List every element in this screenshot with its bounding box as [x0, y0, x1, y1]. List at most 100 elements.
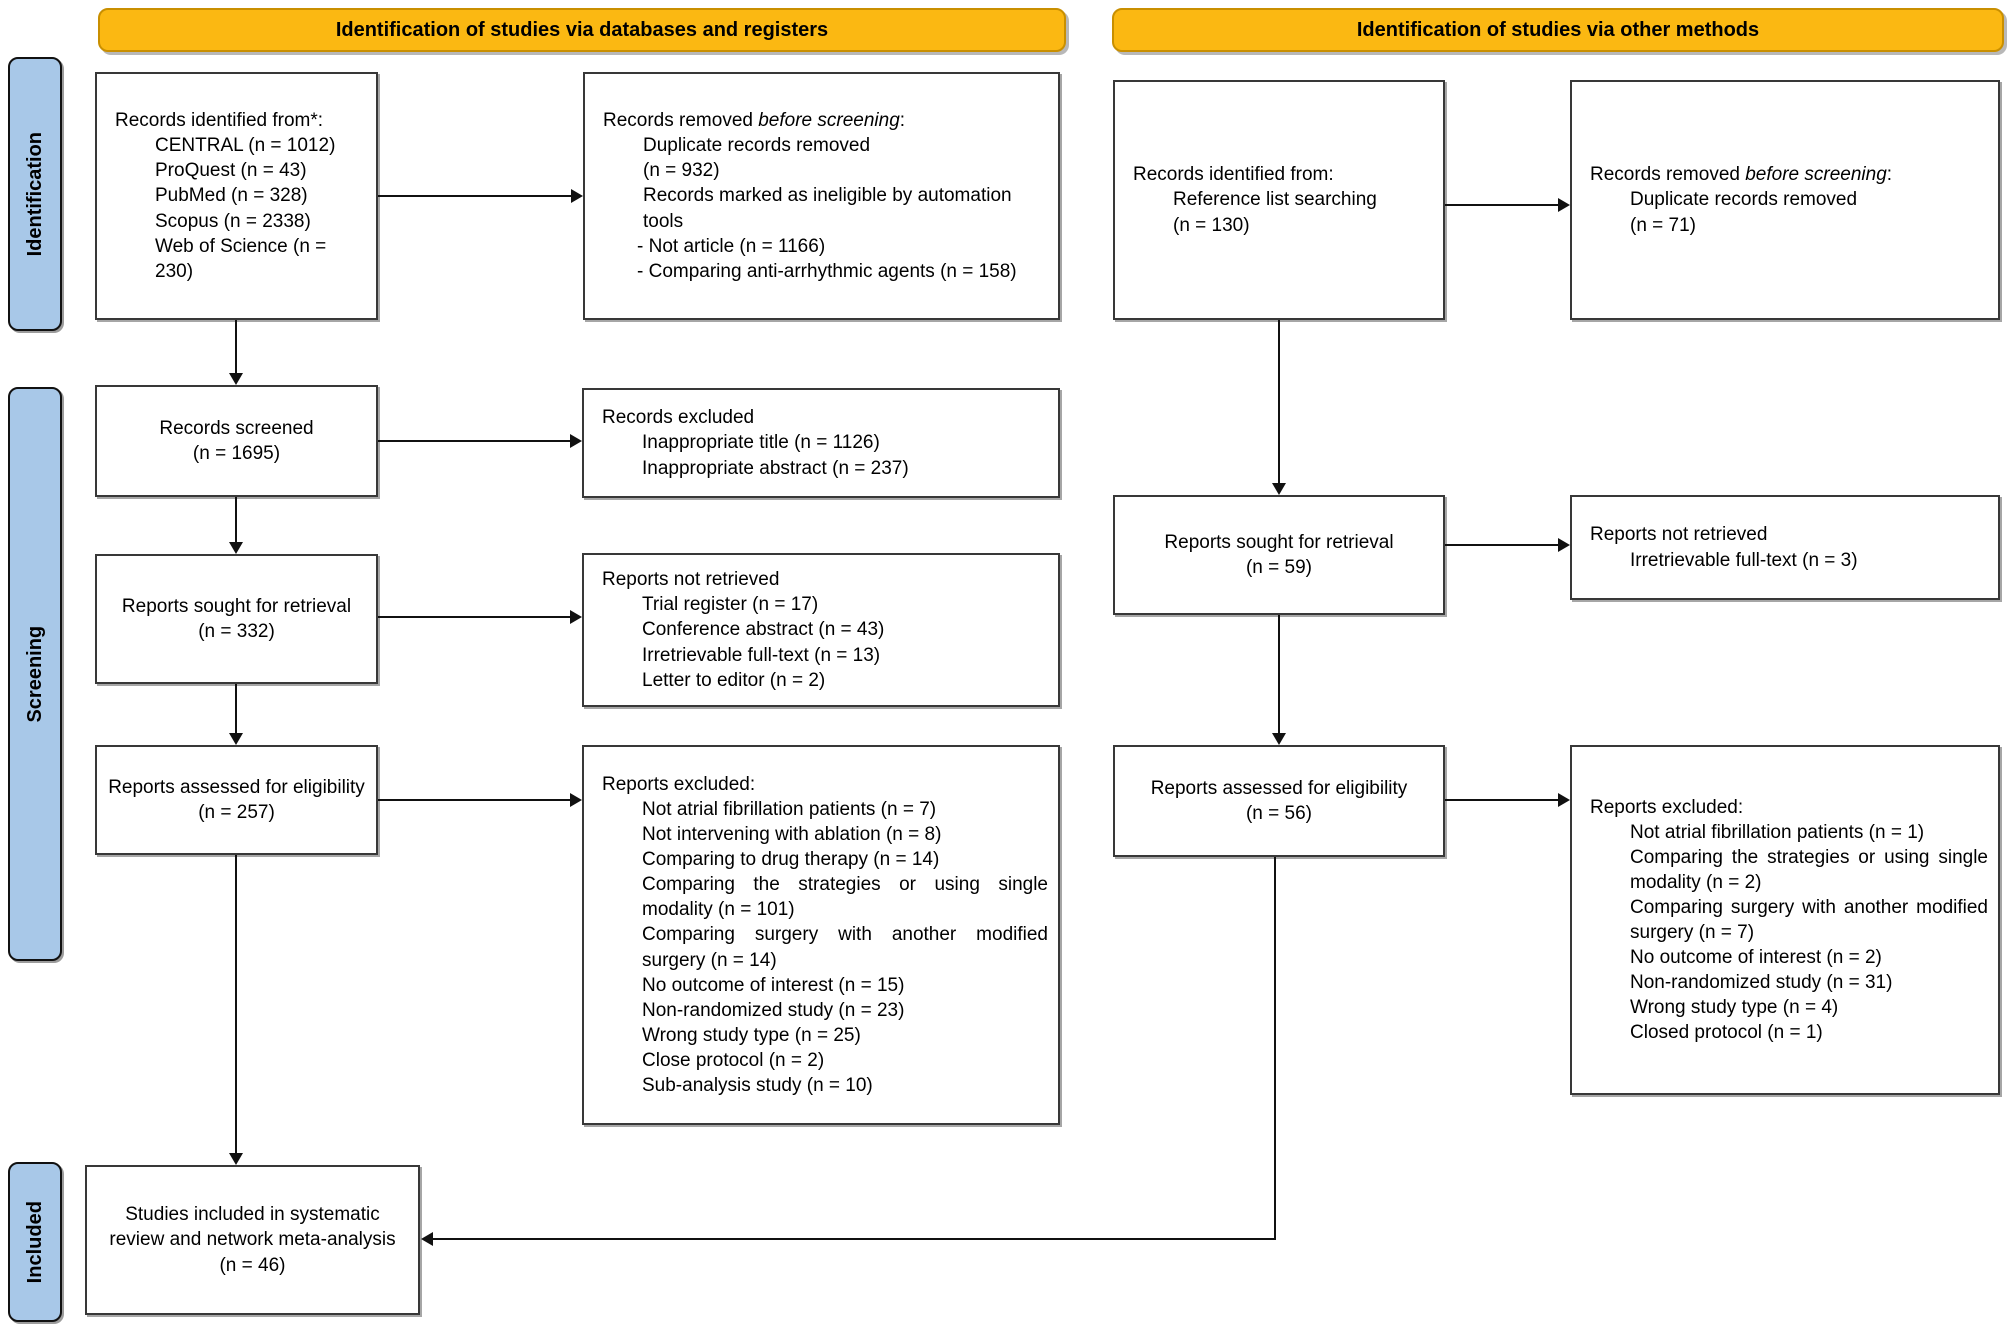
excluded-other-item-4: Non-randomized study (n = 31): [1630, 972, 1893, 994]
arrow-line: [1278, 615, 1280, 735]
box-reports-assessed-other: Reports assessed for eligibility (n = 56…: [1113, 745, 1445, 857]
stage-included: Included: [8, 1162, 62, 1322]
removed-duplicates: Duplicate records removed: [643, 135, 871, 157]
not-retrieved-conference: Conference abstract (n = 43): [642, 619, 885, 641]
studies-included-label: Studies included in systematic review an…: [109, 1204, 396, 1251]
box-records-identified-other: Records identified from: Reference list …: [1113, 80, 1445, 320]
excluded-other-item-6: Closed protocol (n = 1): [1630, 1022, 1823, 1044]
excluded-db-item-3: Comparing the strategies or using single…: [642, 874, 1048, 921]
box-reports-assessed-databases: Reports assessed for eligibility (n = 25…: [95, 745, 378, 855]
not-retrieved-letter: Letter to editor (n = 2): [642, 669, 826, 691]
excluded-db-item-4: Comparing surgery with another modified …: [642, 924, 1048, 971]
arrowhead-right-icon: [570, 793, 582, 807]
arrow-line: [378, 799, 571, 801]
box-reports-excluded-databases: Reports excluded: Not atrial fibrillatio…: [582, 745, 1060, 1125]
arrowhead-right-icon: [571, 189, 583, 203]
removed-antiarrhythmic: - Comparing anti-arrhythmic agents (n = …: [637, 260, 1017, 282]
reports-excluded-db-title: Reports excluded:: [602, 773, 756, 795]
arrow-line: [1445, 204, 1559, 206]
excluded-db-item-8: Close protocol (n = 2): [642, 1049, 825, 1071]
arrow-line: [235, 320, 237, 375]
removed-automation: Records marked as ineligible by automati…: [643, 185, 1012, 232]
arrow-line: [378, 440, 571, 442]
not-retrieved-fulltext: Irretrievable full-text (n = 13): [642, 644, 881, 666]
arrowhead-down-icon: [229, 733, 243, 745]
box-records-identified-databases: Records identified from*: CENTRAL (n = 1…: [95, 72, 378, 320]
arrow-line: [1278, 320, 1280, 485]
stage-identification: Identification: [8, 57, 62, 331]
db-source-web-of-science: Web of Science (n = 230): [155, 235, 327, 282]
reports-excluded-other-title: Reports excluded:: [1590, 796, 1744, 818]
excluded-db-item-5: No outcome of interest (n = 15): [642, 974, 905, 996]
other-removed-duplicates: Duplicate records removed: [1630, 189, 1858, 211]
arrowhead-right-icon: [1558, 793, 1570, 807]
arrowhead-down-icon: [1272, 483, 1286, 495]
excluded-title-count: Inappropriate title (n = 1126): [642, 432, 880, 454]
other-removed-title-prefix: Records removed: [1590, 164, 1746, 186]
records-removed-title: Records removed before screening:: [595, 108, 1048, 133]
excluded-abstract-count: Inappropriate abstract (n = 237): [642, 457, 909, 479]
reports-assessed-other-count: (n = 56): [1245, 803, 1312, 824]
arrow-line: [1274, 857, 1276, 1240]
box-studies-included: Studies included in systematic review an…: [85, 1165, 420, 1315]
reports-sought-db-label: Reports sought for retrieval: [121, 595, 352, 617]
stage-screening-label: Screening: [23, 625, 46, 723]
not-retrieved-other-fulltext: Irretrievable full-text (n = 3): [1630, 549, 1858, 571]
excluded-other-item-3: No outcome of interest (n = 2): [1630, 947, 1882, 969]
other-removed-title-suffix: :: [1886, 164, 1893, 186]
records-removed-title-suffix: :: [899, 110, 906, 132]
excluded-other-item-5: Wrong study type (n = 4): [1630, 997, 1839, 1019]
box-reports-sought-other: Reports sought for retrieval (n = 59): [1113, 495, 1445, 615]
other-source-reference-list: Reference list searching: [1173, 189, 1377, 211]
reports-assessed-db-count: (n = 257): [198, 802, 275, 823]
db-source-scopus: Scopus (n = 2338): [155, 210, 311, 232]
db-source-central: CENTRAL (n = 1012): [155, 135, 336, 157]
box-records-excluded: Records excluded Inappropriate title (n …: [582, 388, 1060, 498]
excluded-db-item-1: Not intervening with ablation (n = 8): [642, 824, 942, 846]
banner-other-methods: Identification of studies via other meth…: [1112, 8, 2004, 52]
banner-databases-registers: Identification of studies via databases …: [98, 8, 1066, 52]
box-records-screened: Records screened (n = 1695): [95, 385, 378, 497]
records-screened-label: Records screened: [159, 417, 314, 439]
excluded-db-item-2: Comparing to drug therapy (n = 14): [642, 849, 940, 871]
reports-assessed-db-label: Reports assessed for eligibility: [108, 776, 365, 798]
reports-sought-db-count: (n = 332): [198, 621, 275, 642]
arrow-line: [432, 1238, 1276, 1240]
banner-databases-label: Identification of studies via databases …: [335, 18, 829, 41]
records-removed-title-italic: before screening: [758, 110, 900, 132]
excluded-other-item-1: Comparing the strategies or using single…: [1630, 846, 1988, 893]
excluded-other-item-2: Comparing surgery with another modified …: [1630, 896, 1988, 943]
not-retrieved-trial-register: Trial register (n = 17): [642, 594, 819, 616]
arrowhead-right-icon: [1558, 538, 1570, 552]
box-records-removed-other: Records removed before screening: Duplic…: [1570, 80, 2000, 320]
box-records-removed-before-screening: Records removed before screening: Duplic…: [583, 72, 1060, 320]
removed-not-article: - Not article (n = 1166): [637, 235, 826, 257]
arrowhead-right-icon: [570, 434, 582, 448]
db-source-pubmed: PubMed (n = 328): [155, 185, 308, 207]
arrow-line: [378, 195, 572, 197]
reports-sought-other-count: (n = 59): [1245, 557, 1312, 578]
arrow-line: [235, 855, 237, 1155]
stage-included-label: Included: [23, 1200, 46, 1284]
studies-included-count: (n = 46): [219, 1254, 286, 1276]
not-retrieved-other-title: Reports not retrieved: [1590, 524, 1768, 546]
removed-duplicates-count: (n = 932): [643, 160, 720, 182]
arrowhead-down-icon: [229, 1153, 243, 1165]
box-reports-not-retrieved-other: Reports not retrieved Irretrievable full…: [1570, 495, 2000, 600]
reports-sought-other-label: Reports sought for retrieval: [1164, 531, 1394, 553]
other-removed-title: Records removed before screening:: [1582, 162, 1988, 187]
records-removed-title-prefix: Records removed: [603, 110, 759, 132]
arrow-line: [1445, 544, 1559, 546]
other-source-count: (n = 130): [1173, 214, 1250, 236]
other-identified-title: Records identified from:: [1133, 164, 1334, 186]
reports-assessed-other-label: Reports assessed for eligibility: [1150, 777, 1408, 799]
not-retrieved-db-title: Reports not retrieved: [602, 569, 780, 591]
excluded-db-item-0: Not atrial fibrillation patients (n = 7): [642, 799, 937, 821]
stage-identification-label: Identification: [23, 131, 46, 257]
excluded-db-item-6: Non-randomized study (n = 23): [642, 999, 905, 1021]
arrow-line: [235, 497, 237, 544]
arrowhead-down-icon: [229, 542, 243, 554]
arrowhead-down-icon: [229, 373, 243, 385]
arrowhead-right-icon: [1558, 198, 1570, 212]
